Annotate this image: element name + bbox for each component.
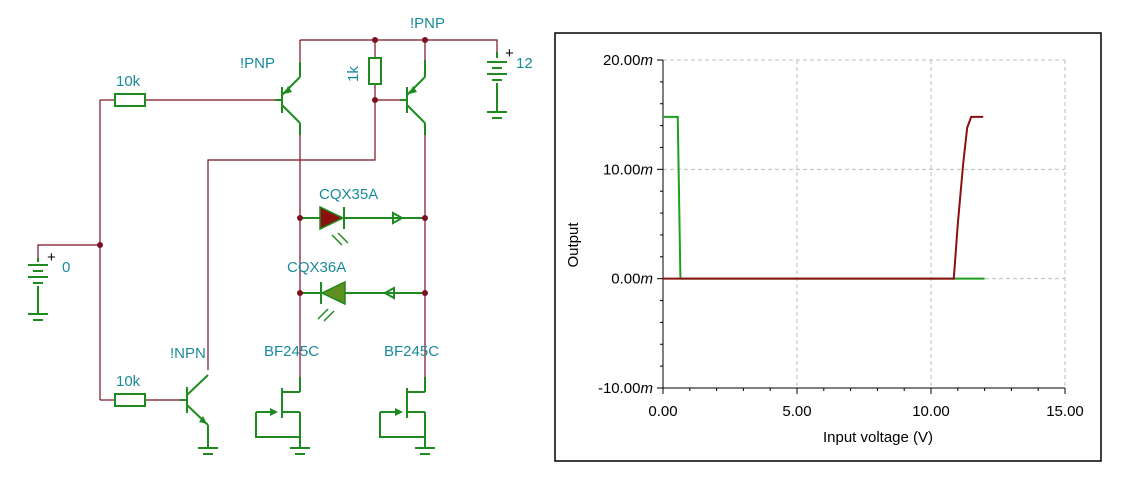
led-bottom-label: CQX36A	[287, 259, 346, 276]
npn-label: !NPN	[170, 345, 206, 362]
pnp-left-label: !PNP	[240, 55, 275, 72]
y-axis-label: Output	[565, 222, 582, 268]
resistor-1k-label: 1k	[345, 66, 362, 82]
jfet-right-label: BF245C	[384, 343, 439, 360]
x-tick-label: 10.00	[912, 403, 950, 420]
y-tick-label: 20.00m	[603, 52, 653, 69]
resistor-top-label: 10k	[116, 73, 141, 90]
junction-nodes	[97, 37, 428, 296]
chart-frame	[554, 32, 1102, 462]
y-tick-label: -10.00m	[598, 380, 653, 397]
battery-supply-value: 12	[516, 55, 533, 72]
wire-network-red	[37, 39, 498, 401]
chart-series	[663, 115, 985, 280]
x-tick-label: 5.00	[782, 403, 811, 420]
wire-network-green	[28, 52, 507, 455]
battery-supply-plus: +	[505, 45, 514, 62]
chart-axes	[657, 59, 1066, 394]
led-top-label: CQX35A	[319, 186, 378, 203]
led-green	[317, 280, 346, 322]
series-line-2	[663, 115, 984, 280]
x-tick-label: 15.00	[1046, 403, 1084, 420]
chart-tick-labels: 0.00 5.00 10.00 15.00 20.00m 10.00m 0.00m -10.0…	[598, 52, 1084, 420]
led-red	[319, 205, 349, 246]
resistor-bottom-label: 10k	[116, 373, 141, 390]
battery-input-plus: +	[47, 249, 56, 266]
y-tick-label: 10.00m	[603, 161, 653, 178]
x-tick-label: 0.00	[648, 403, 677, 420]
pnp-right-label: !PNP	[410, 15, 445, 32]
x-axis-label: Input voltage (V)	[823, 429, 933, 446]
y-tick-label: 0.00m	[611, 271, 653, 288]
jfet-left-label: BF245C	[264, 343, 319, 360]
battery-input-value: 0	[62, 259, 70, 276]
